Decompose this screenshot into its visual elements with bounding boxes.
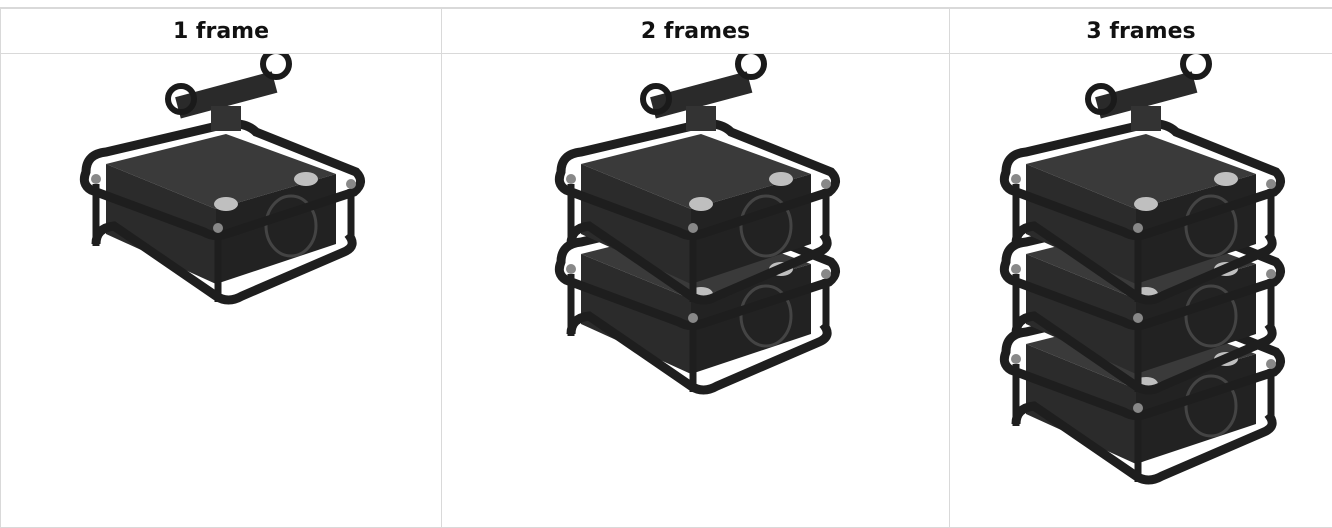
projector-unit [554, 54, 840, 305]
frame-bottom-ring [566, 311, 832, 395]
frame-bottom-ring [1011, 401, 1277, 485]
frame-knob-icon [1133, 403, 1143, 413]
mount-spigot [685, 106, 716, 131]
projector-front-face [1026, 164, 1136, 284]
projector-lens-icon [739, 194, 792, 258]
image-row [0, 53, 1332, 528]
frame-top-ring [999, 209, 1285, 331]
mount-plate-icon [688, 197, 713, 211]
half-coupler-clamp-icon [1085, 83, 1117, 115]
header-row: 1 frame 2 frames 3 frames [0, 8, 1332, 54]
projector-lens-icon [1184, 374, 1238, 438]
frame-bottom-ring [1011, 311, 1277, 395]
mount-spigot [1131, 106, 1161, 131]
projector-lens-icon [739, 284, 792, 348]
frame-knob-icon [1011, 174, 1021, 184]
frame-knob-icon [346, 179, 356, 189]
cell-1-frame [0, 53, 442, 528]
frame-top-ring [554, 209, 840, 331]
frame-comparison-table: 1 frame 2 frames 3 frames [0, 8, 1332, 528]
frame-knob-icon [1133, 223, 1143, 233]
frame-knob-icon [565, 174, 576, 184]
projector-frame-rig-1-image [79, 54, 365, 305]
mount-plate-icon [214, 197, 238, 211]
frame-bottom-ring [91, 221, 357, 305]
frame-knob-icon [1011, 264, 1021, 274]
frame-knob-icon [565, 264, 576, 274]
projector-unit [79, 54, 365, 305]
projector-lens-icon [1184, 194, 1238, 258]
frame-bottom-ring [566, 221, 832, 305]
projector-top-face [106, 134, 336, 209]
half-coupler-clamp-icon [260, 54, 292, 80]
frame-top-ring [554, 119, 840, 241]
header-1-frame: 1 frame [0, 8, 442, 54]
cell-2-frames [441, 53, 950, 528]
frame-top-ring [79, 119, 365, 241]
frame-knob-icon [1266, 269, 1276, 279]
cell-3-frames [949, 53, 1332, 528]
frame-knob-icon [1266, 359, 1276, 369]
projector-front-face [106, 164, 216, 284]
projector-unit [999, 54, 1285, 305]
frame-knob-icon [687, 313, 698, 323]
projector-lens-icon [264, 194, 318, 258]
mount-yoke [175, 71, 278, 119]
frame-top-ring [999, 119, 1285, 241]
frame-knob-icon [1011, 354, 1021, 364]
mount-plate-icon [768, 172, 793, 186]
frame-knob-icon [820, 179, 831, 189]
projector-frame-rig-3-image [999, 54, 1285, 485]
projector-front-face [580, 164, 691, 284]
projector-frame-rig-2-image [554, 54, 840, 395]
frame-knob-icon [1133, 313, 1143, 323]
half-coupler-clamp-icon [165, 83, 197, 115]
top-rule [0, 0, 1332, 8]
header-3-frames: 3 frames [949, 8, 1332, 54]
projector-top-face [1026, 134, 1256, 209]
header-2-frames: 2 frames [441, 8, 950, 54]
mount-plate-icon [294, 172, 318, 186]
frame-knob-icon [213, 223, 223, 233]
mount-plate-icon [1134, 197, 1158, 211]
frame-knob-icon [91, 174, 101, 184]
half-coupler-clamp-icon [734, 54, 767, 80]
mount-yoke [1095, 71, 1198, 119]
projector-lens-icon [1184, 284, 1238, 348]
frame-bottom-ring [1011, 221, 1277, 305]
mount-yoke [649, 71, 752, 119]
projector-front-face [1026, 254, 1136, 374]
frame-knob-icon [687, 223, 698, 233]
mount-spigot [211, 106, 241, 131]
frame-knob-icon [1266, 179, 1276, 189]
projector-front-face [1026, 344, 1136, 464]
projector-front-face [580, 254, 691, 374]
half-coupler-clamp-icon [1180, 54, 1212, 80]
half-coupler-clamp-icon [639, 83, 672, 115]
projector-top-face [580, 134, 811, 209]
mount-plate-icon [1214, 172, 1238, 186]
frame-top-ring [999, 299, 1285, 421]
frame-knob-icon [820, 269, 831, 279]
